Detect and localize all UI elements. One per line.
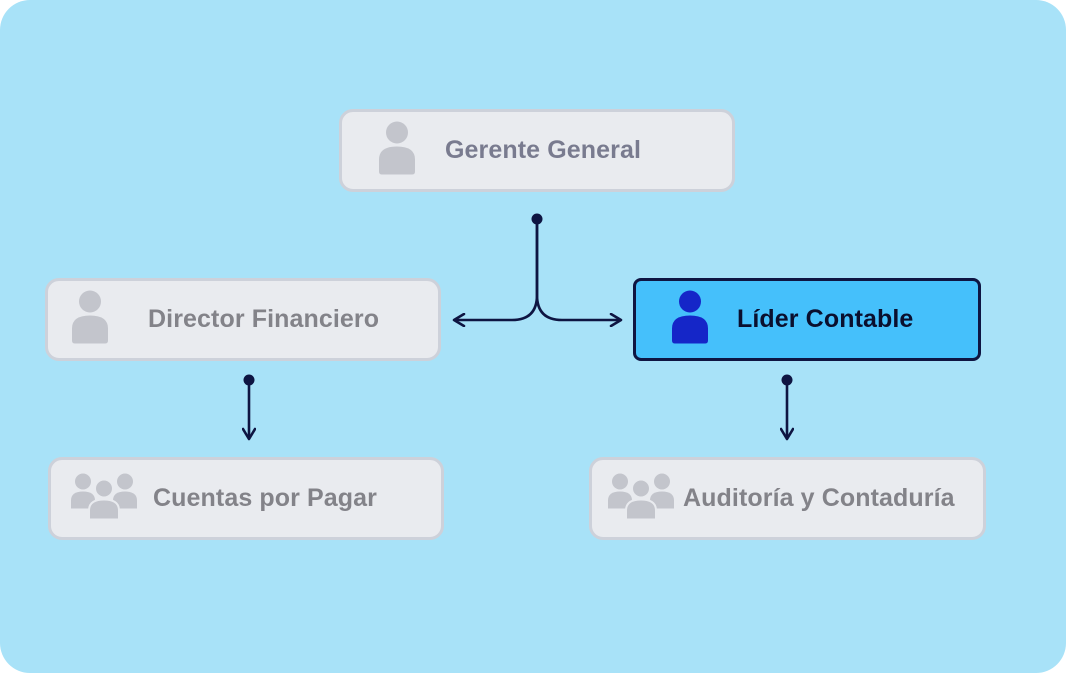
group-icon	[608, 472, 674, 525]
connector-dot-director	[243, 374, 255, 386]
person-icon	[670, 290, 710, 349]
node-cuentas-por-pagar[interactable]: Cuentas por Pagar	[48, 457, 444, 540]
node-label: Cuentas por Pagar	[153, 484, 377, 512]
connector-gerente-director	[455, 219, 539, 320]
node-lider-contable[interactable]: Líder Contable	[633, 278, 981, 361]
person-icon	[377, 121, 417, 180]
node-gerente-general[interactable]: Gerente General	[339, 109, 735, 192]
connector-dot-lider	[781, 374, 793, 386]
node-label: Auditoría y Contaduría	[683, 484, 955, 512]
node-auditoria-y-contaduria[interactable]: Auditoría y Contaduría	[589, 457, 986, 540]
group-icon	[71, 472, 137, 525]
node-label: Gerente General	[445, 136, 642, 164]
node-director-financiero[interactable]: Director Financiero	[45, 278, 441, 361]
connector-dot-gerente	[531, 213, 543, 225]
node-label: Director Financiero	[148, 305, 380, 333]
person-icon	[70, 290, 110, 349]
node-label: Líder Contable	[737, 305, 914, 333]
connector-gerente-lider	[535, 219, 620, 320]
